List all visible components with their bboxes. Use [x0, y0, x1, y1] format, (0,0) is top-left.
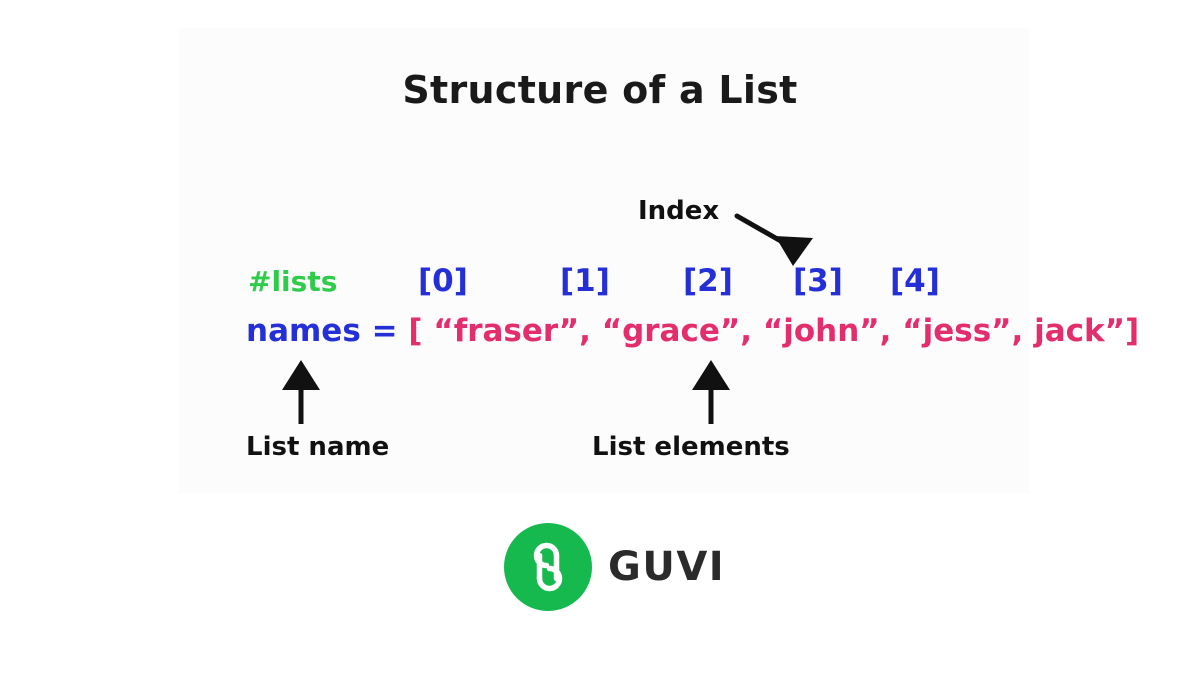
- list-element-4: jack”: [1034, 313, 1126, 349]
- callout-label-index: Index: [638, 196, 720, 226]
- index-label-3: [3]: [793, 263, 843, 299]
- index-label-2: [2]: [683, 263, 733, 299]
- guvi-logo: GUVI: [504, 521, 724, 613]
- index-label-1: [1]: [560, 263, 610, 299]
- code-variable-name: names: [246, 313, 361, 349]
- list-element-0: “fraser”: [433, 313, 580, 349]
- list-element-3: “jess”: [902, 313, 1012, 349]
- index-label-4: [4]: [890, 263, 940, 299]
- code-comment-lists: #lists: [248, 265, 338, 298]
- list-element-1: “grace”: [601, 313, 741, 349]
- callout-label-list-elements: List elements: [592, 432, 790, 462]
- code-separator-1: ,: [740, 313, 753, 349]
- code-equals-sign: =: [371, 313, 398, 349]
- brand-name: GUVI: [608, 544, 726, 590]
- code-separator-0: ,: [579, 313, 591, 349]
- content-panel: [178, 28, 1030, 493]
- page-title: Structure of a List: [402, 68, 798, 112]
- callout-label-list-name: List name: [246, 432, 390, 462]
- code-separator-3: ,: [1011, 313, 1024, 349]
- code-open-bracket: [: [408, 313, 423, 349]
- index-label-0: [0]: [418, 263, 468, 299]
- list-element-2: “john”: [762, 313, 880, 349]
- guvi-g-logo-icon: [504, 523, 592, 611]
- code-separator-2: ,: [879, 313, 892, 349]
- arrow-diagonal-down-right-icon: [734, 213, 813, 266]
- code-close-bracket: ]: [1125, 313, 1140, 349]
- arrow-up-icon-list-name: [282, 360, 320, 424]
- arrow-up-icon-list-elements: [692, 360, 730, 424]
- index-row: #lists [0] [1] [2] [3] [4]: [240, 263, 1000, 307]
- code-line: names = [ “fraser”, “grace”, “john”, “je…: [246, 316, 1139, 347]
